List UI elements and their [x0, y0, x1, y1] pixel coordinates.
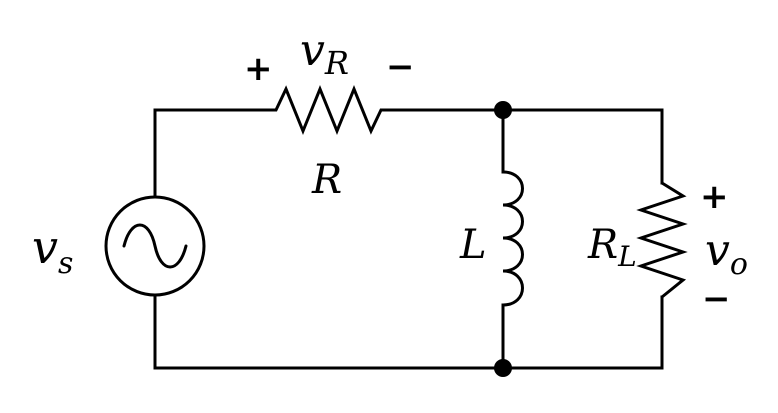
vr-plus-sign: +	[244, 49, 273, 89]
wire-top-right	[390, 108, 664, 185]
load-resistor-label: RL	[587, 222, 637, 273]
source-circle	[104, 195, 206, 297]
wire-left-bottom	[153, 293, 664, 370]
inductor-label: L	[459, 222, 487, 268]
junction-bottom	[494, 359, 512, 377]
wires	[153, 108, 664, 370]
junction-top	[494, 101, 512, 119]
sine-wave-icon	[122, 223, 188, 269]
load-resistor-rl	[636, 181, 688, 299]
ac-voltage-source	[104, 195, 206, 297]
vo-plus-sign: +	[700, 177, 729, 217]
inductor-l	[501, 170, 524, 307]
vr-minus-sign: −	[386, 47, 415, 87]
resistor-label: R	[311, 157, 342, 203]
vo-minus-sign: −	[702, 279, 731, 319]
resistor-r	[263, 85, 394, 135]
vo-label: vo	[705, 225, 748, 282]
wire-left-top	[153, 108, 267, 199]
vr-label: vR	[300, 25, 349, 82]
source-label: vs	[32, 220, 73, 281]
